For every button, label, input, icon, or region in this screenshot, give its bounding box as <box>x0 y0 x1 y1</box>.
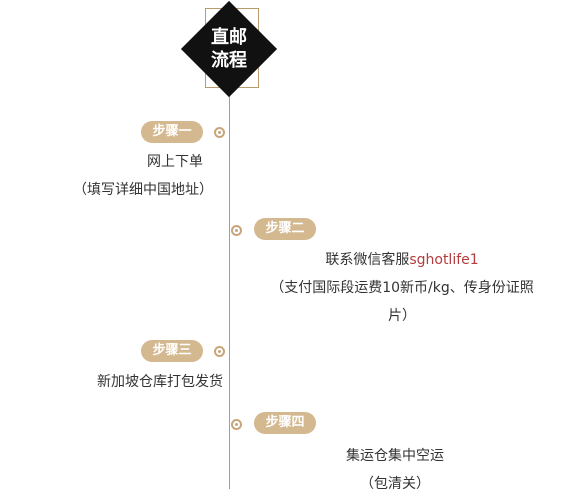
wechat-handle: sghotlife1 <box>409 252 479 268</box>
step-2-badge: 步骤二 <box>254 218 316 240</box>
header-title: 直邮 流程 <box>192 26 266 72</box>
step-1-line-2: （填写详细中国地址） <box>73 182 213 198</box>
step-1-line-1: 网上下单 <box>147 154 203 170</box>
step-2-line-1-prefix: 联系微信客服 <box>325 252 410 268</box>
step-4-text: 集运仓集中空运 （包清关） <box>320 442 470 498</box>
step-3-node <box>214 346 225 357</box>
step-3-line-1: 新加坡仓库打包发货 <box>97 374 223 390</box>
step-2-line-3: 片） <box>388 308 416 324</box>
step-1-node <box>214 127 225 138</box>
step-3-badge: 步骤三 <box>141 340 203 362</box>
step-4-line-2: （包清关） <box>360 476 430 492</box>
step-4-badge: 步骤四 <box>254 412 316 434</box>
step-2-node <box>231 225 242 236</box>
step-2-line-1: 联系微信客服sghotlife1 <box>246 246 558 274</box>
header-title-line2: 流程 <box>211 50 247 71</box>
step-2-text: 联系微信客服sghotlife1 （支付国际段运费10新币/kg、传身份证照 片… <box>246 246 558 330</box>
timeline-axis <box>229 70 230 489</box>
header-title-line1: 直邮 <box>211 27 247 48</box>
step-2-line-2: （支付国际段运费10新币/kg、传身份证照 <box>270 280 534 296</box>
step-1-badge: 步骤一 <box>141 121 203 143</box>
step-4-line-1: 集运仓集中空运 <box>346 448 444 464</box>
step-4-node <box>231 419 242 430</box>
step-3-text: 新加坡仓库打包发货 <box>97 368 223 396</box>
step-1-text: 网上下单 （填写详细中国地址） <box>73 148 213 204</box>
